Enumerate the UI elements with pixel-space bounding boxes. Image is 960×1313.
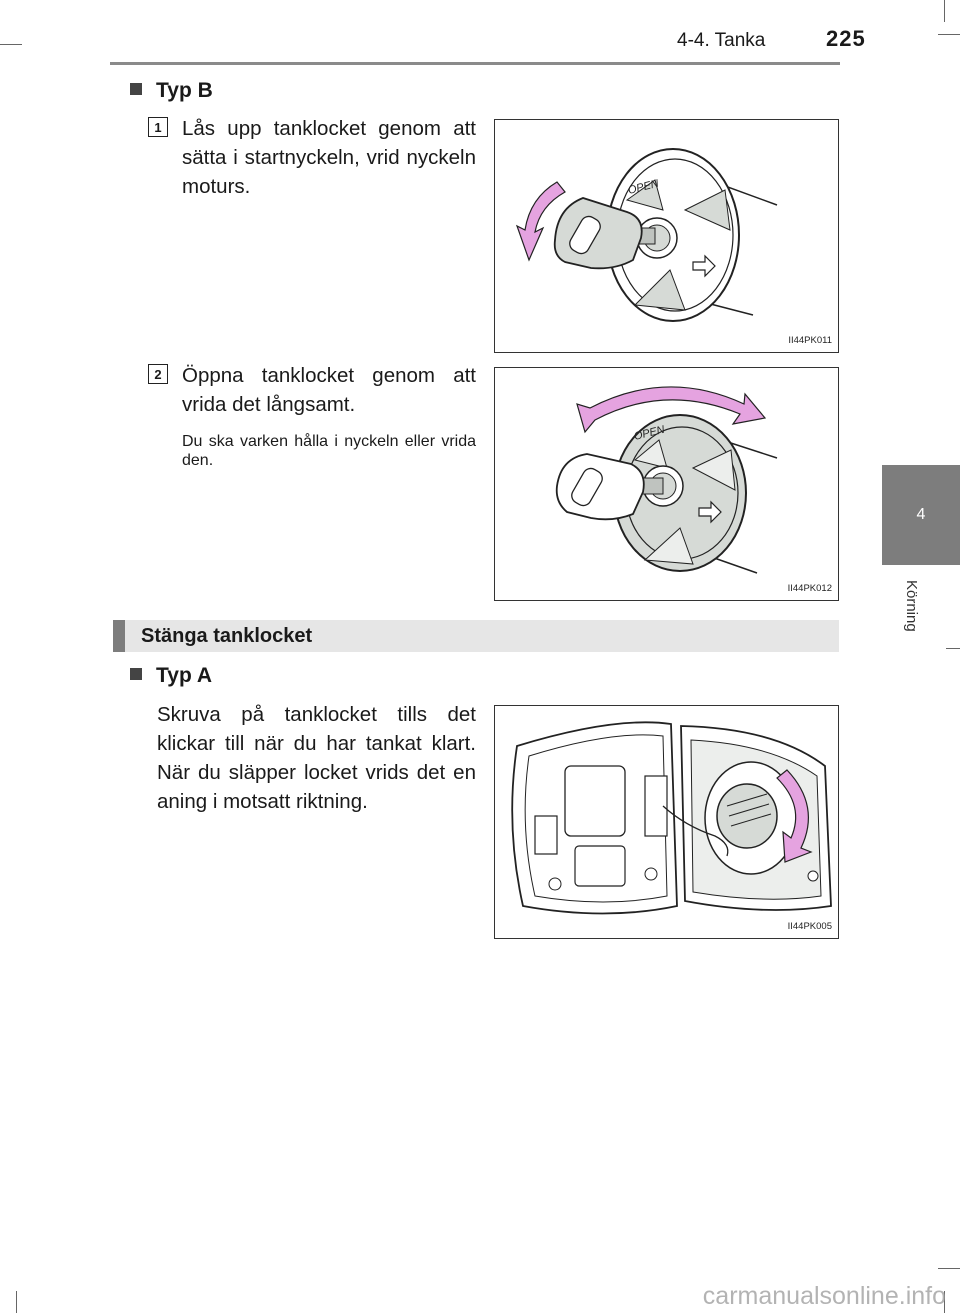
chapter-label: Körning [903, 580, 920, 632]
heading-text: Typ A [156, 664, 212, 687]
bullet-square-icon [130, 83, 142, 96]
crop-mark [944, 1291, 945, 1313]
figure-open-cap: OPEN II44PK012 [494, 367, 839, 601]
fuel-door-illustration [511, 721, 832, 915]
open-cap-illustration: OPEN [555, 386, 778, 574]
bullet-square-icon [130, 668, 142, 681]
step-text: Lås upp tanklocket genom att sätta i sta… [182, 117, 476, 198]
crop-mark [938, 1268, 960, 1269]
step-note: Du ska varken hålla i nyckeln eller vrid… [182, 433, 476, 469]
chapter-number: 4 [916, 506, 926, 523]
crop-mark [938, 34, 960, 35]
section-heading-typ-a: Typ A [130, 664, 212, 688]
heading-text: Typ B [156, 79, 213, 102]
close-instructions-text: Skruva på tanklocket tills det klickar t… [157, 703, 476, 813]
section-heading-typ-b: Typ B [130, 79, 213, 103]
figure-unlock-cap: OPEN II44PK011 [494, 119, 839, 353]
chapter-tab: 4 [882, 465, 960, 565]
figure-close-cap: II44PK005 [494, 705, 839, 939]
figure-code: II44PK005 [787, 921, 832, 932]
figure-code: II44PK012 [787, 583, 832, 594]
crop-mark [16, 1291, 17, 1313]
step-number: 2 [148, 364, 168, 384]
section-title: Stänga tanklocket [141, 624, 313, 647]
step-text: Öppna tanklocket genom att vrida det lån… [182, 364, 476, 416]
unlock-cap-illustration: OPEN [515, 148, 778, 322]
section-title-band: Stänga tanklocket [113, 620, 839, 652]
header-divider [110, 62, 840, 65]
crop-mark [946, 648, 960, 649]
header-section-title: 4-4. Tanka [677, 30, 766, 51]
figure-code: II44PK011 [788, 335, 832, 346]
watermark: carmanualsonline.info [702, 1282, 946, 1310]
crop-mark [0, 44, 22, 45]
step-number: 1 [148, 117, 168, 137]
page-number: 225 [826, 26, 866, 51]
crop-mark [944, 0, 945, 22]
